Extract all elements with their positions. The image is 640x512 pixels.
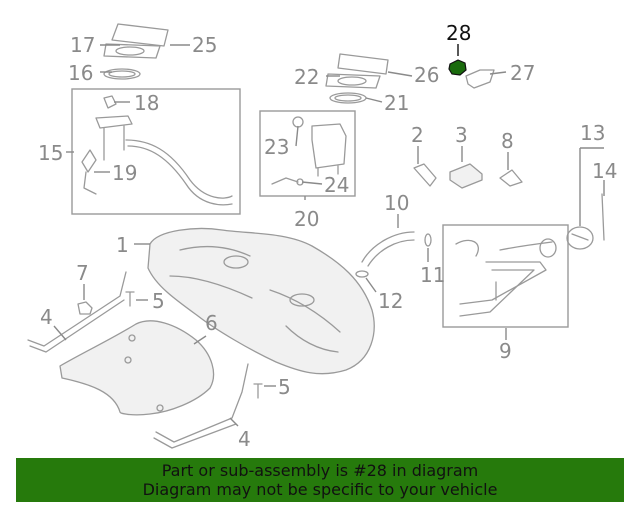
part-5-bolt-b[interactable] (253, 383, 263, 399)
callout-27[interactable]: 27 (510, 61, 535, 85)
callout-9[interactable]: 9 (499, 339, 512, 363)
part-2-shield[interactable] (413, 163, 437, 187)
callout-25[interactable]: 25 (192, 33, 217, 57)
part-23-clip[interactable] (292, 116, 304, 128)
part-26-gasket[interactable] (337, 53, 389, 75)
leader-lines (53, 44, 605, 427)
part-11-clamp[interactable] (424, 233, 432, 247)
callout-26[interactable]: 26 (414, 63, 439, 87)
part-21-ring[interactable] (329, 92, 367, 104)
callout-7[interactable]: 7 (76, 261, 89, 285)
box-20 (259, 110, 356, 197)
part-28-highlighted[interactable] (448, 59, 467, 76)
callout-17[interactable]: 17 (70, 33, 95, 57)
part-12-clamp[interactable] (355, 270, 369, 278)
part-9-filler-pipe[interactable] (455, 238, 557, 317)
part-25-gasket[interactable] (111, 23, 169, 47)
callout-21[interactable]: 21 (384, 91, 409, 115)
part-19-sender[interactable] (81, 149, 97, 195)
part-14-rod[interactable] (601, 193, 605, 241)
part-17-gasket[interactable] (103, 43, 161, 59)
callout-1[interactable]: 1 (116, 233, 129, 257)
banner-line-2: Diagram may not be specific to your vehi… (142, 480, 498, 499)
callout-13[interactable]: 13 (580, 121, 605, 145)
callout-labels: 17 25 16 18 15 19 22 26 21 28 27 23 24 2… (38, 21, 617, 451)
callout-12[interactable]: 12 (378, 289, 403, 313)
part-4-strap-left[interactable] (27, 271, 127, 353)
part-4-strap-right[interactable] (153, 363, 249, 449)
callout-16[interactable]: 16 (68, 61, 93, 85)
part-5-bolt-a[interactable] (125, 291, 135, 307)
callout-28[interactable]: 28 (446, 21, 471, 45)
box-9 (442, 224, 569, 328)
part-6-heat-shield[interactable] (59, 320, 215, 416)
callout-24[interactable]: 24 (324, 173, 349, 197)
callout-5a[interactable]: 5 (152, 289, 165, 313)
part-7-nut[interactable] (77, 301, 93, 315)
callout-2[interactable]: 2 (411, 123, 424, 147)
callout-4a[interactable]: 4 (40, 305, 53, 329)
part-18-clip[interactable] (103, 95, 117, 109)
callout-20[interactable]: 20 (294, 207, 319, 231)
part-1-fuel-tank[interactable] (147, 227, 375, 375)
callout-10[interactable]: 10 (384, 191, 409, 215)
callout-19[interactable]: 19 (112, 161, 137, 185)
part-10-hose[interactable] (361, 231, 415, 267)
part-22-gasket[interactable] (325, 73, 381, 89)
callout-3[interactable]: 3 (455, 123, 468, 147)
part-16-ring[interactable] (103, 68, 141, 80)
callout-6[interactable]: 6 (205, 311, 218, 335)
part-24-sensor[interactable] (271, 177, 304, 186)
part-20-sub-pump[interactable] (311, 123, 347, 177)
callout-8[interactable]: 8 (501, 129, 514, 153)
callout-14[interactable]: 14 (592, 159, 617, 183)
part-27-bracket[interactable] (465, 69, 495, 89)
part-13-cap[interactable] (566, 226, 594, 250)
callout-23[interactable]: 23 (264, 135, 289, 159)
callout-5b[interactable]: 5 (278, 375, 291, 399)
part-15-pump-module[interactable] (95, 115, 233, 206)
callout-22[interactable]: 22 (294, 65, 319, 89)
banner-line-1: Part or sub-assembly is #28 in diagram (161, 461, 479, 480)
callout-18[interactable]: 18 (134, 91, 159, 115)
info-banner: Part or sub-assembly is #28 in diagram D… (16, 458, 624, 502)
callout-11[interactable]: 11 (420, 263, 445, 287)
part-8-clip[interactable] (499, 169, 523, 187)
part-3-block[interactable] (449, 163, 483, 189)
callout-4b[interactable]: 4 (238, 427, 251, 451)
callout-15[interactable]: 15 (38, 141, 63, 165)
